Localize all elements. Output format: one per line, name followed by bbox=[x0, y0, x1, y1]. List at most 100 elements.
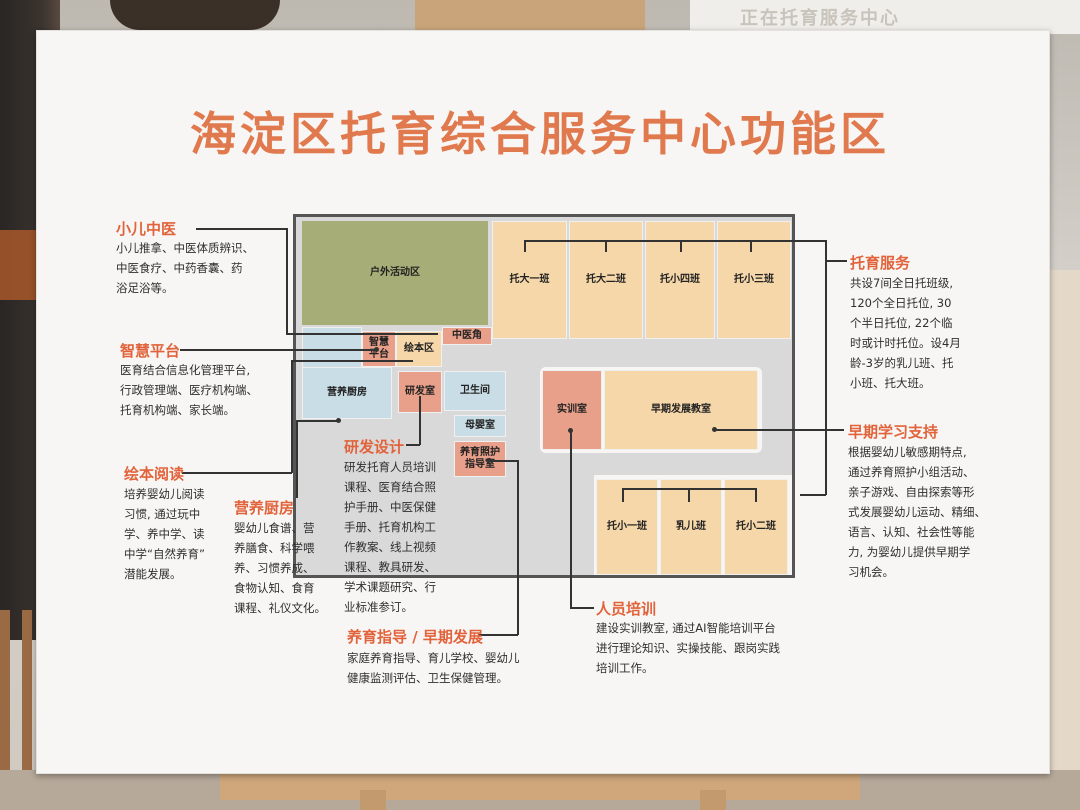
rnd-line: 业标准参订。 bbox=[344, 600, 413, 614]
tcm-line: 中医食疗、中药香囊、药 bbox=[116, 261, 243, 275]
room-tcm-corner: 中医角 bbox=[442, 327, 492, 345]
connector-guidance bbox=[517, 460, 519, 635]
easel-leg bbox=[700, 790, 726, 810]
connector-dot bbox=[712, 427, 717, 432]
connector-childcare bbox=[680, 240, 682, 252]
room-tuoxiao4: 托小四班 bbox=[645, 221, 715, 339]
connector-kitchen bbox=[296, 420, 298, 498]
rnd-line: 手册、托育机构工 bbox=[344, 520, 436, 534]
childcare-line: 120个全日托位, 30 bbox=[850, 296, 952, 310]
smart-label-1: 智慧 bbox=[369, 337, 389, 348]
easel-leg bbox=[360, 790, 386, 810]
floor-plan: 户外活动区 托大一班 托大二班 托小四班 托小三班 智慧 平台 绘本区 中医角 … bbox=[293, 214, 795, 578]
training-description: 建设实训教室, 通过AI智能培训平台 进行理论知识、实操技能、跟岗实践 培训工作… bbox=[596, 618, 780, 678]
connector-rnd bbox=[419, 396, 421, 445]
guidance-label-2: 指导室 bbox=[465, 459, 495, 470]
person-head bbox=[110, 0, 280, 30]
rnd-line: 作教案、线上视频 bbox=[344, 540, 436, 554]
room-nutrition-kitchen: 营养厨房 bbox=[302, 367, 392, 419]
kitchen-description: 婴幼儿食谱、营 养膳食、科学喂 养、习惯养成、 食物认知、食育 课程、礼仪文化。 bbox=[234, 518, 326, 618]
reading-line: 培养婴幼儿阅读 bbox=[124, 487, 205, 501]
connector-guidance bbox=[478, 634, 518, 636]
reading-line: 习惯, 通过玩中 bbox=[124, 507, 201, 521]
connector-childcare bbox=[800, 494, 826, 496]
connector-dot bbox=[568, 428, 573, 433]
childcare-line: 小班、托大班。 bbox=[850, 376, 931, 390]
guidance-line: 健康监测评估、卫生保健管理。 bbox=[347, 671, 508, 685]
smart-label-2: 平台 bbox=[369, 349, 389, 360]
childcare-heading: 托育服务 bbox=[850, 254, 911, 272]
rnd-line: 课程、医育结合照 bbox=[344, 480, 436, 494]
board-title: 海淀区托育综合服务中心功能区 bbox=[190, 107, 890, 161]
room-restroom: 卫生间 bbox=[444, 371, 506, 411]
childcare-line: 个半日托位, 22个临 bbox=[850, 316, 953, 330]
room-tuoxiao3: 托小三班 bbox=[717, 221, 791, 339]
connector-childcare bbox=[750, 240, 752, 252]
rnd-line: 课程、教具研发、 bbox=[344, 560, 436, 574]
reading-line: 中学“自然养育” bbox=[124, 547, 205, 561]
kitchen-line: 课程、礼仪文化。 bbox=[234, 601, 326, 615]
training-line: 培训工作。 bbox=[596, 661, 654, 675]
wall-sign-text: 正在托育服务中心 bbox=[740, 8, 900, 29]
rnd-heading: 研发设计 bbox=[344, 438, 405, 456]
connector-tcm bbox=[196, 228, 286, 230]
smart-line: 医育结合信息化管理平台, bbox=[120, 363, 251, 377]
early-line: 习机会。 bbox=[848, 565, 894, 579]
connector-dot bbox=[486, 458, 491, 463]
connector-childcare-lower bbox=[622, 488, 624, 502]
early-description: 根据婴幼儿敏感期特点, 通过养育照护小组活动、 亲子游戏、自由探索等形 式发展婴… bbox=[848, 442, 986, 582]
kitchen-line: 婴幼儿食谱、营 bbox=[234, 521, 315, 535]
childcare-line: 时或计时托位。设4月 bbox=[850, 336, 961, 350]
training-line: 进行理论知识、实操技能、跟岗实践 bbox=[596, 641, 780, 655]
room-outdoor: 户外活动区 bbox=[302, 221, 488, 325]
room-tuoxiao1: 托小一班 bbox=[596, 479, 658, 575]
early-line: 语言、认知、社会性等能 bbox=[848, 525, 975, 539]
rnd-line: 护手册、中医保健 bbox=[344, 500, 436, 514]
guidance-label-1: 养育照护 bbox=[460, 447, 500, 458]
connector-childcare bbox=[605, 240, 607, 252]
rnd-line: 学术课题研究、行 bbox=[344, 580, 436, 594]
connector-guidance bbox=[488, 460, 518, 462]
rnd-description: 研发托育人员培训 课程、医育结合照 护手册、中医保健 手册、托育机构工 作教案、… bbox=[344, 457, 436, 617]
connector-tcm bbox=[286, 228, 288, 334]
childcare-line: 龄-3岁的乳儿班、托 bbox=[850, 356, 954, 370]
connector-childcare-lower bbox=[688, 488, 690, 502]
connector-dot bbox=[336, 418, 341, 423]
room-picture-book: 绘本区 bbox=[396, 331, 442, 367]
connector-dot bbox=[374, 347, 379, 352]
room-infant: 乳儿班 bbox=[660, 479, 722, 575]
early-line: 亲子游戏、自由探索等形 bbox=[848, 485, 975, 499]
room-tuoda2: 托大二班 bbox=[569, 221, 643, 339]
early-line: 根据婴幼儿敏感期特点, bbox=[848, 445, 967, 459]
connector-tcm bbox=[286, 333, 438, 335]
connector-training bbox=[570, 607, 594, 609]
tcm-heading: 小儿中医 bbox=[116, 220, 177, 238]
smart-line: 托育机构端、家长端。 bbox=[120, 403, 235, 417]
room-training: 实训室 bbox=[542, 370, 602, 450]
guidance-description: 家庭养育指导、育儿学校、婴幼儿 健康监测评估、卫生保健管理。 bbox=[347, 648, 520, 688]
connector-childcare bbox=[825, 240, 827, 495]
tcm-description: 小儿推拿、中医体质辨识、 中医食疗、中药香囊、药 浴足浴等。 bbox=[116, 238, 254, 298]
early-line: 通过养育照护小组活动、 bbox=[848, 465, 975, 479]
connector-childcare bbox=[524, 240, 526, 252]
training-heading: 人员培训 bbox=[596, 600, 657, 618]
reading-description: 培养婴幼儿阅读 习惯, 通过玩中 学、养中学、读 中学“自然养育” 潜能发展。 bbox=[124, 484, 205, 584]
childcare-description: 共设7间全日托班级, 120个全日托位, 30 个半日托位, 22个临 时或计时… bbox=[850, 273, 961, 393]
smart-heading: 智慧平台 bbox=[120, 342, 181, 360]
training-line: 建设实训教室, 通过AI智能培训平台 bbox=[596, 621, 776, 635]
connector-training bbox=[570, 430, 572, 608]
connector-kitchen bbox=[296, 420, 338, 422]
connector-childcare-lower bbox=[755, 488, 757, 502]
connector-early bbox=[714, 429, 844, 431]
tcm-line: 浴足浴等。 bbox=[116, 281, 174, 295]
connector-reading bbox=[291, 360, 293, 473]
wall-sign bbox=[690, 0, 1080, 34]
guidance-heading: 养育指导 / 早期发展 bbox=[347, 628, 483, 646]
reading-heading: 绘本阅读 bbox=[124, 465, 185, 483]
kitchen-line: 养、习惯养成、 bbox=[234, 561, 315, 575]
smart-description: 医育结合信息化管理平台, 行政管理端、医疗机构端、 托育机构端、家长端。 bbox=[120, 360, 258, 420]
connector-childcare bbox=[825, 260, 847, 262]
connector-reading bbox=[182, 472, 292, 474]
guidance-line: 家庭养育指导、育儿学校、婴幼儿 bbox=[347, 651, 520, 665]
room-mother-baby: 母婴室 bbox=[454, 415, 506, 437]
